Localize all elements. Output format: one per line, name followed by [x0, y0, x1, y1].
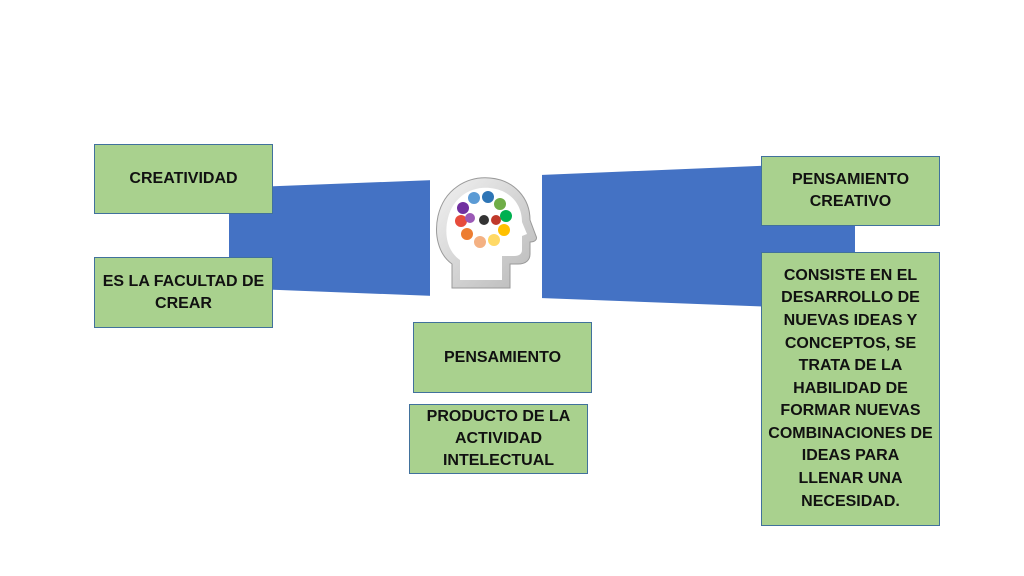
- pensamiento-creativo-box: PENSAMIENTO CREATIVO: [761, 156, 940, 226]
- head-with-lightbulbs-icon: [430, 168, 542, 300]
- pensamiento-box: PENSAMIENTO: [413, 322, 592, 393]
- consiste-box: CONSISTE EN EL DESARROLLO DE NUEVAS IDEA…: [761, 252, 940, 526]
- facultad-box: ES LA FACULTAD DE CREAR: [94, 257, 273, 328]
- creatividad-box: CREATIVIDAD: [94, 144, 273, 214]
- left-blue-band: [229, 180, 435, 296]
- producto-box: PRODUCTO DE LA ACTIVIDAD INTELECTUAL: [409, 404, 588, 474]
